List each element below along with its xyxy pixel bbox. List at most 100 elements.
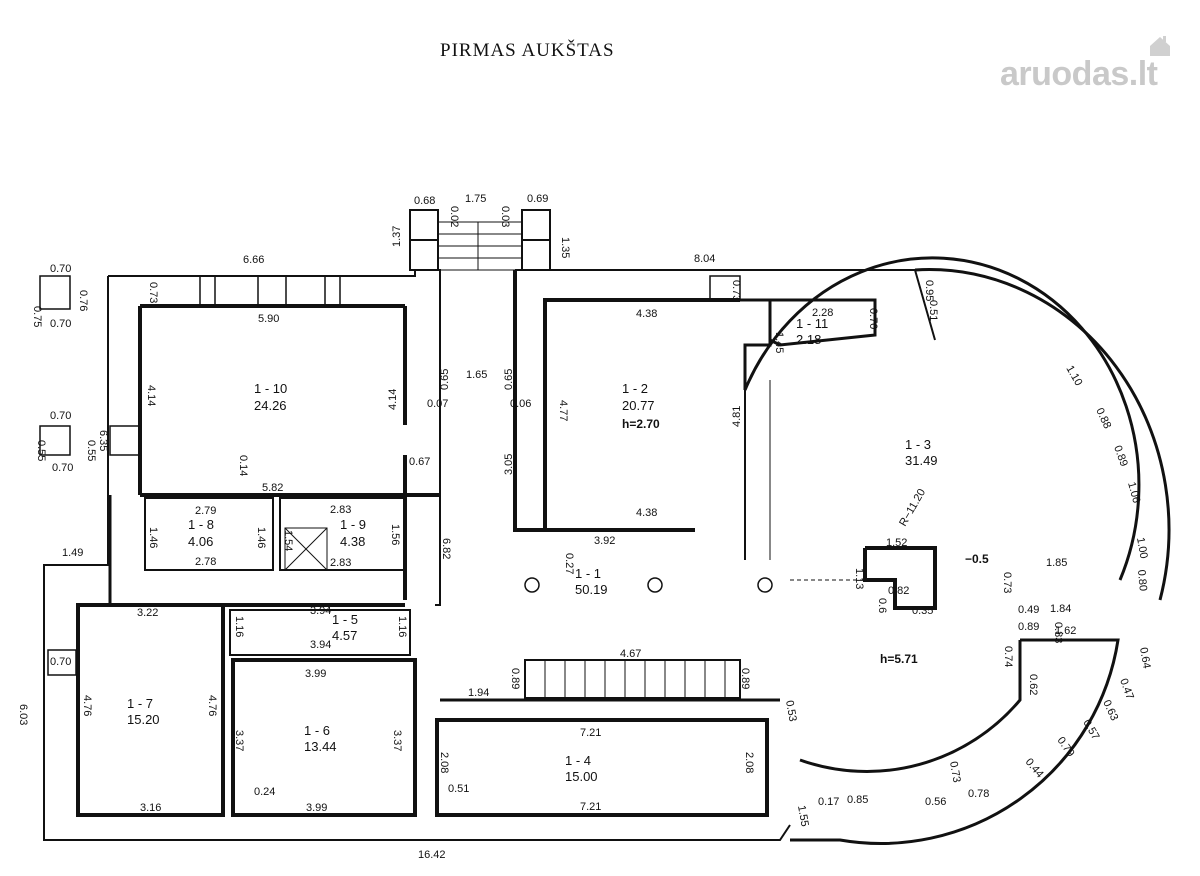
- dimension: 1.52: [886, 537, 907, 549]
- dimension: 4.81: [731, 406, 743, 427]
- dimension: 0.65: [439, 369, 451, 390]
- dimension: 0.63: [1100, 698, 1120, 722]
- aruodas-logo: aruodas.lt: [1000, 55, 1158, 93]
- dimension: 4.14: [145, 385, 157, 406]
- dimension: 4.14: [387, 389, 399, 410]
- dimension: 0.65: [503, 369, 515, 390]
- dimension: 4.77: [557, 400, 569, 421]
- dimension: 0.17: [818, 796, 839, 808]
- room-1-8-id: 1 - 8: [188, 517, 214, 532]
- dimension: 0.07: [427, 398, 448, 410]
- dimension: 1.00: [1134, 536, 1150, 559]
- dimension: 1.46: [147, 527, 159, 548]
- dimension: 6.35: [97, 430, 109, 451]
- dimension: 0.74: [1002, 646, 1014, 667]
- dimension: 1.46: [255, 527, 267, 548]
- dimension: 3.99: [305, 668, 326, 680]
- room-1-10-area: 24.26: [254, 398, 287, 413]
- walls: [39, 209, 1171, 845]
- dimension: 0.89: [1018, 621, 1039, 633]
- room-1-2-area: 20.77: [622, 398, 655, 413]
- dimension: 2.08: [743, 752, 755, 773]
- dimension: 2.79: [195, 505, 216, 517]
- dimension: 1.16: [396, 616, 408, 637]
- house-icon: [1150, 36, 1170, 56]
- dimension: 0.88: [1093, 406, 1113, 430]
- dimension: 3.05: [503, 454, 515, 475]
- level-mark: −0.5: [965, 552, 989, 566]
- dimension: 0.89: [509, 668, 521, 689]
- dimension: 3.22: [137, 607, 158, 619]
- dimension: 1.54: [282, 530, 294, 551]
- room-1-7-area: 15.20: [127, 712, 160, 727]
- dimension: 0.75: [31, 306, 43, 327]
- dimension: 0.82: [888, 585, 909, 597]
- room-1-4-id: 1 - 4: [565, 753, 591, 768]
- dimension: 0.02: [448, 206, 460, 227]
- dimension: 1.35: [559, 237, 571, 258]
- room-1-2-height: h=2.70: [622, 417, 660, 431]
- dimension: 0.51: [927, 300, 939, 321]
- dimension: 0.73: [730, 280, 742, 301]
- room-1-1-area: 50.19: [575, 582, 608, 597]
- dimension: 0.51: [448, 783, 469, 795]
- dimension: 1.75: [465, 193, 486, 205]
- dimension: 8.04: [694, 253, 715, 265]
- dimension: 1.16: [233, 616, 245, 637]
- dimension: 3.92: [594, 535, 615, 547]
- radius-label: R−11.20: [897, 487, 928, 529]
- dimension: 0.06: [510, 398, 531, 410]
- dimension: 0.73: [947, 760, 963, 783]
- room-1-3-area: 31.49: [905, 453, 938, 468]
- dimension: 1.13: [853, 568, 865, 589]
- dimension: 2.83: [330, 504, 351, 516]
- dimension: 0.70: [867, 308, 879, 329]
- dimension: 1.94: [468, 687, 489, 699]
- dimension: 4.67: [620, 648, 641, 660]
- dimension: 1.49: [62, 547, 83, 559]
- dimension: 0.68: [414, 195, 435, 207]
- room-1-4-area: 15.00: [565, 769, 598, 784]
- dimension: 0.47: [1117, 677, 1136, 701]
- dimension: 4.76: [206, 695, 218, 716]
- dimension: 0.27: [563, 553, 575, 574]
- dimension: 0.67: [409, 456, 430, 468]
- dimension: 1.56: [389, 524, 401, 545]
- dimension: 0.14: [237, 455, 249, 476]
- dimension: 1.65: [466, 369, 487, 381]
- plan-title: PIRMAS AUKŠTAS: [440, 40, 615, 61]
- dimension: 0.85: [847, 794, 868, 806]
- dimension: 1.37: [391, 226, 403, 247]
- dimension-labels: 0.68 0.02 1.75 0.03 0.69 1.37 1.35 0.70 …: [17, 193, 1153, 861]
- dimension: 4.38: [636, 507, 657, 519]
- room-1-9-area: 4.38: [340, 534, 365, 549]
- dimension: 0.73: [1001, 572, 1013, 593]
- dimension: 4.38: [636, 308, 657, 320]
- dimension: 2.28: [812, 307, 833, 319]
- room-1-11-area: 2.18: [796, 332, 821, 347]
- room-1-7-id: 1 - 7: [127, 696, 153, 711]
- dimension: 0.62: [1027, 674, 1039, 695]
- dimension: 0.70: [50, 318, 71, 330]
- room-1-8-area: 4.06: [188, 534, 213, 549]
- dimension: 7.21: [580, 801, 601, 813]
- room-1-1-id: 1 - 1: [575, 566, 601, 581]
- dimension: 3.16: [140, 802, 161, 814]
- room-labels: 1 - 10 24.26 1 - 2 20.77 h=2.70 1 - 3 31…: [127, 316, 989, 784]
- dimension: 3.94: [310, 605, 331, 617]
- dimension: 0.79: [1055, 735, 1077, 759]
- dimension: 1.10: [1063, 364, 1084, 389]
- dimension: 3.37: [233, 730, 245, 751]
- dimension: 0.70: [52, 462, 73, 474]
- dimension: 0.49: [1018, 604, 1039, 616]
- dimension: 0.70: [50, 263, 71, 275]
- room-1-10-id: 1 - 10: [254, 381, 287, 396]
- dimension: 0.70: [50, 656, 71, 668]
- dimension: 0.73: [147, 282, 159, 303]
- dimension: 0.78: [968, 788, 989, 800]
- room-1-5-area: 4.57: [332, 628, 357, 643]
- dimension: 4.76: [81, 695, 93, 716]
- dimension: 1.45: [773, 332, 785, 353]
- dimension: 1.55: [795, 804, 811, 827]
- room-1-3-id: 1 - 3: [905, 437, 931, 452]
